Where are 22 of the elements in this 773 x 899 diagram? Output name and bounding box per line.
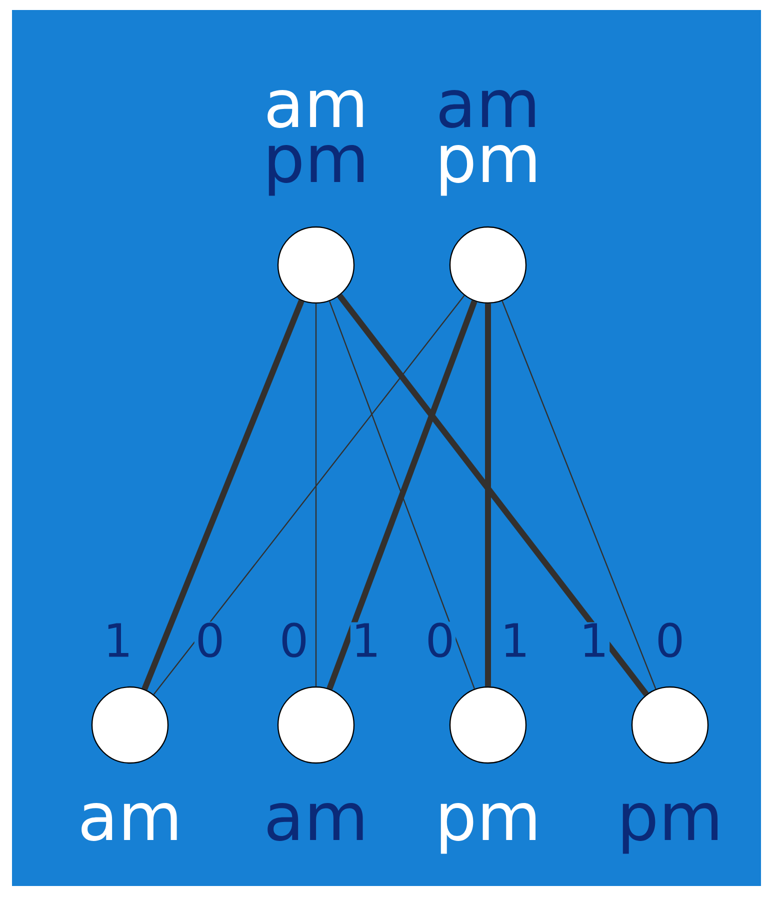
connector-line [485, 304, 491, 686]
node-label: pm [268, 145, 364, 196]
node-label: am [440, 90, 535, 128]
node-label: pm [622, 803, 718, 854]
connector-line [315, 304, 317, 686]
node-label: am [268, 90, 363, 128]
edge-label: 0 [278, 622, 310, 658]
connector-line [337, 294, 649, 696]
connector-line [153, 295, 465, 695]
node-label: pm [440, 145, 536, 196]
edge-label: 1 [578, 622, 610, 658]
edge-label: 1 [499, 622, 531, 658]
edge-label: 0 [194, 622, 226, 658]
edge-label: 1 [102, 622, 134, 658]
connector-line [502, 300, 656, 690]
edge-label: 0 [654, 622, 686, 658]
node-label: am [82, 803, 177, 841]
node-label: pm [440, 803, 536, 854]
connector-line [142, 300, 304, 690]
node-label: am [268, 803, 363, 841]
edge-label: 1 [350, 622, 382, 658]
edge-label: 0 [424, 622, 456, 658]
